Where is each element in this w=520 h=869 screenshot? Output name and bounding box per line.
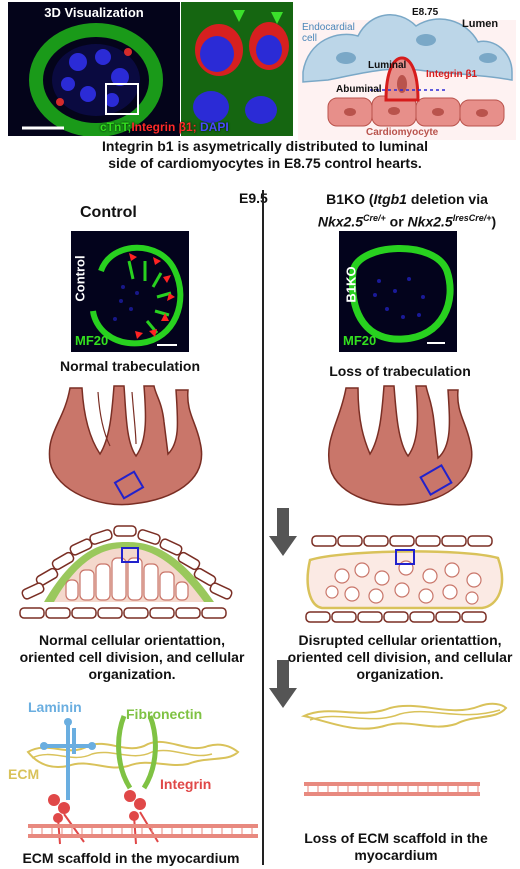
stain-ctnt: cTnT;	[100, 120, 132, 134]
laminin-molecule	[44, 724, 92, 800]
laminin-label: Laminin	[28, 699, 82, 715]
b1ko-mf20-graphic	[339, 231, 457, 352]
b1ko-heart-diagram	[328, 385, 473, 506]
column-divider	[262, 190, 264, 865]
b1ko-ires-sup: IresCre/+	[452, 213, 492, 223]
control-stain-label: MF20	[75, 333, 109, 348]
b1ko-heading-mid: deletion via	[406, 191, 488, 207]
top-caption: Integrin b1 is asymetrically distributed…	[102, 138, 428, 171]
control-side-label: Control	[72, 255, 88, 302]
b1ko-heading-prefix: B1KO (	[326, 191, 374, 207]
ecm-label: ECM	[8, 766, 40, 782]
stain-dapi: DAPI	[200, 120, 229, 134]
control-heart-diagram	[48, 385, 203, 506]
control-phenotype: Normal trabeculation	[59, 358, 201, 374]
schema-integrin: Integrin β1	[426, 69, 478, 80]
down-arrow-1	[269, 508, 297, 556]
panel-title: 3D Visualization	[44, 5, 144, 20]
control-heading: Control	[80, 204, 137, 221]
control-ecm-diagram	[26, 715, 258, 845]
zoom-image	[181, 2, 293, 136]
integrin-schematic	[298, 14, 516, 140]
control-cell-diagram	[19, 525, 233, 619]
b1ko-side-label: B1KO	[343, 266, 359, 303]
b1ko-gene: Itgb1	[373, 191, 407, 207]
membrane-b1ko	[304, 782, 480, 796]
integrin-molecules	[48, 790, 146, 823]
b1ko-stain-label: MF20	[343, 333, 377, 348]
3d-visualization-image: 3D Visualization	[8, 2, 180, 136]
b1ko-heading: B1KO (Itgb1 deletion via Nkx2.5Cre/+ or …	[296, 190, 518, 232]
b1ko-phenotype: Loss of trabeculation	[329, 363, 471, 379]
b1ko-cell-diagram	[305, 535, 504, 623]
b1ko-cre-sup: Cre/+	[363, 213, 386, 223]
schema-lumen: Lumen	[462, 18, 499, 30]
control-cell-text: Normal cellular orientattion, oriented c…	[19, 632, 245, 682]
fibronectin-label: Fibronectin	[126, 706, 203, 722]
3d-visualization-graphic	[8, 2, 180, 136]
cardiomyocyte-row	[327, 95, 505, 127]
b1ko-nkx-2: Nkx2.5	[407, 213, 453, 230]
stain-integrin: Integrin β1;	[131, 120, 197, 134]
control-mf20-graphic	[71, 231, 189, 352]
control-mf20-image: Control MF20	[71, 231, 189, 352]
fibronectin-molecule	[116, 715, 158, 790]
b1ko-bottom-caption: Loss of ECM scaffold in the myocardium	[304, 830, 488, 863]
b1ko-nkx-1: Nkx2.5	[317, 213, 363, 230]
schema-endocardial-cell: Endocardial cell	[302, 22, 355, 44]
control-bottom-caption: ECM scaffold in the myocardium	[22, 850, 240, 866]
b1ko-mf20-image: B1KO MF20	[339, 231, 457, 352]
b1ko-or: or	[385, 213, 408, 230]
stain-legend: cTnT;Integrin β1; DAPI	[100, 120, 229, 134]
schema-cardiomyocyte: Cardiomyocyte	[366, 127, 439, 138]
b1ko-close: )	[491, 213, 497, 230]
down-arrow-2	[269, 660, 297, 708]
arrowhead-2	[271, 12, 283, 24]
arrowhead-1	[233, 10, 245, 22]
membrane-control	[28, 824, 258, 838]
b1ko-ecm-diagram	[300, 702, 508, 796]
integrin-label: Integrin	[160, 776, 212, 792]
schema-abluminal: Abuminal	[336, 84, 382, 95]
stage-label: E9.5	[239, 190, 268, 206]
zoom-graphic	[181, 2, 293, 136]
schema-stage: E8.75	[412, 7, 439, 18]
b1ko-cell-text: Disrupted cellular orientattion, oriente…	[287, 632, 513, 682]
schema-luminal: Luminal	[368, 60, 407, 71]
